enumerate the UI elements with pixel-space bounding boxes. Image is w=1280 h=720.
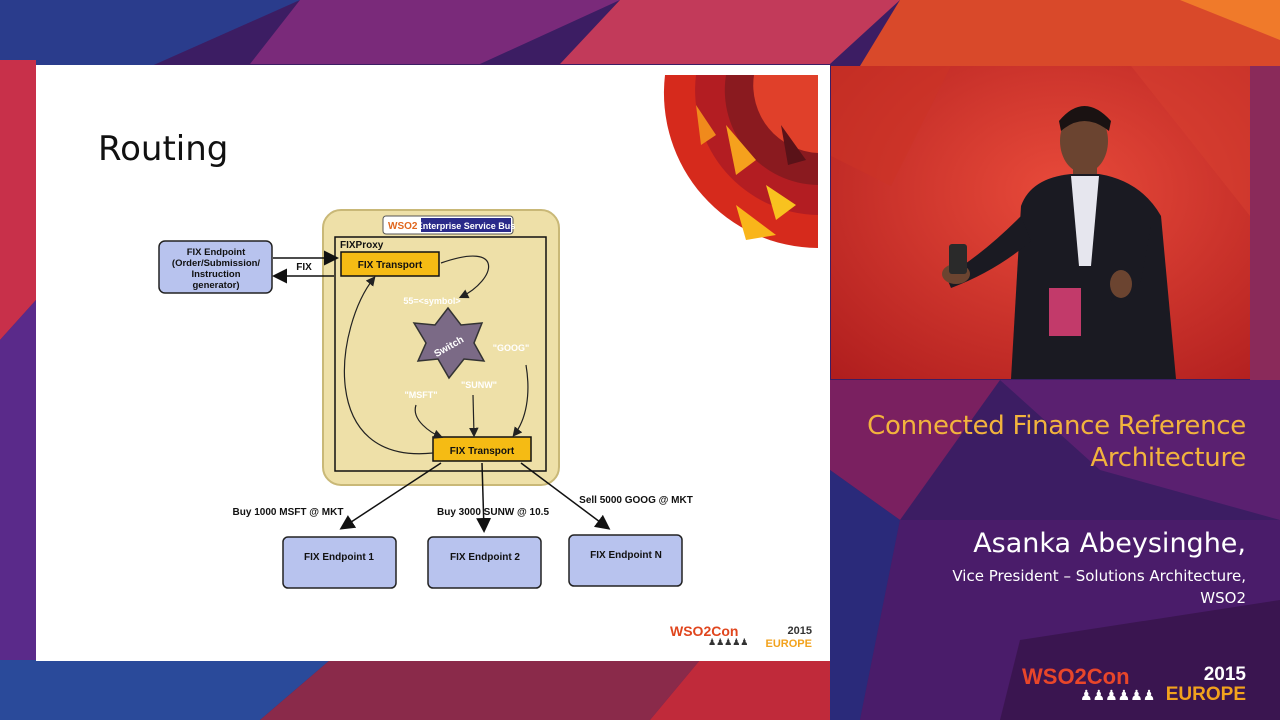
esb-label: Enterprise Service Bus bbox=[417, 221, 516, 231]
slide-logo-year: 2015 bbox=[788, 625, 812, 637]
fix-transport-out bbox=[432, 436, 532, 462]
speaker-role: Vice President – Solutions Architecture, bbox=[952, 567, 1246, 585]
speaker-name: Asanka Abeysinghe, bbox=[973, 528, 1246, 559]
fix-endpoint-source-line2: (Order/Submission/ bbox=[172, 258, 261, 269]
order-3-label: Sell 5000 GOOG @ MKT bbox=[579, 495, 693, 506]
fix-endpoint-source bbox=[158, 240, 273, 294]
routing-diagram: WSO2 Enterprise Service Bus FIXProxy FIX… bbox=[158, 75, 818, 650]
presentation-slide: WSO2 Enterprise Service Bus FIXProxy FIX… bbox=[36, 65, 830, 661]
fix-transport-out-label: FIX Transport bbox=[450, 446, 515, 457]
footer-logo-figures: ♟♟♟♟♟♟ bbox=[1080, 688, 1155, 704]
fix-endpoint-2 bbox=[427, 536, 542, 589]
mandala-graphic bbox=[663, 75, 818, 248]
symbol-expression: 55=<symbol> bbox=[403, 296, 460, 306]
slide-logo-region: EUROPE bbox=[766, 638, 812, 650]
fix-transport-in bbox=[340, 251, 440, 277]
fix-endpoint-source-line4: generator) bbox=[193, 280, 240, 291]
order-1-label: Buy 1000 MSFT @ MKT bbox=[233, 507, 344, 518]
order-2-label: Buy 3000 SUNW @ 10.5 bbox=[437, 507, 549, 518]
speaker-video bbox=[831, 66, 1250, 379]
switch-node bbox=[412, 306, 486, 380]
talk-title-line2: Architecture bbox=[1090, 443, 1246, 473]
footer-logo-region: EUROPE bbox=[1166, 684, 1246, 704]
wso2con-slide-logo: WSO2Con 2015 EUROPE ♟♟♟♟♟ bbox=[670, 623, 812, 650]
fix-endpoint-source-line3: Instruction bbox=[191, 269, 240, 280]
footer-logo-year: 2015 bbox=[1204, 664, 1247, 685]
speaker-details: Vice President – Solutions Architecture,… bbox=[952, 565, 1246, 609]
fix-endpoint-1-label: FIX Endpoint 1 bbox=[304, 552, 374, 563]
case-goog: "GOOG" bbox=[493, 343, 530, 353]
speaker-video-frame bbox=[831, 66, 1250, 379]
footer-logo-brand: WSO2Con bbox=[1022, 664, 1130, 689]
fix-endpoint-1 bbox=[282, 536, 397, 589]
case-sunw: "SUNW" bbox=[461, 380, 497, 390]
fix-endpoint-source-line1: FIX Endpoint bbox=[187, 247, 246, 258]
case-msft: "MSFT" bbox=[404, 390, 437, 400]
fix-endpoint-n bbox=[568, 534, 683, 587]
talk-title-line1: Connected Finance Reference bbox=[867, 411, 1246, 441]
fix-transport-in-label: FIX Transport bbox=[358, 260, 423, 271]
fixproxy-box bbox=[334, 236, 547, 472]
fixproxy-label: FIXProxy bbox=[340, 240, 384, 251]
speaker-figure bbox=[942, 106, 1176, 379]
slide-logo-figures: ♟♟♟♟♟ bbox=[708, 638, 748, 648]
speaker-company: WSO2 bbox=[1200, 589, 1246, 607]
slide-title: Routing bbox=[98, 129, 229, 169]
wso2-mini-logo: WSO2 bbox=[388, 221, 418, 232]
fix-endpoint-n-label: FIX Endpoint N bbox=[590, 550, 662, 561]
fix-endpoint-2-label: FIX Endpoint 2 bbox=[450, 552, 520, 563]
slide-logo-brand: WSO2Con bbox=[670, 623, 738, 639]
talk-title: Connected Finance Reference Architecture bbox=[867, 410, 1246, 474]
wso2con-footer-logo: WSO2Con 2015 EUROPE ♟♟♟♟♟♟ bbox=[1022, 664, 1247, 704]
fix-link-label: FIX bbox=[296, 262, 312, 273]
